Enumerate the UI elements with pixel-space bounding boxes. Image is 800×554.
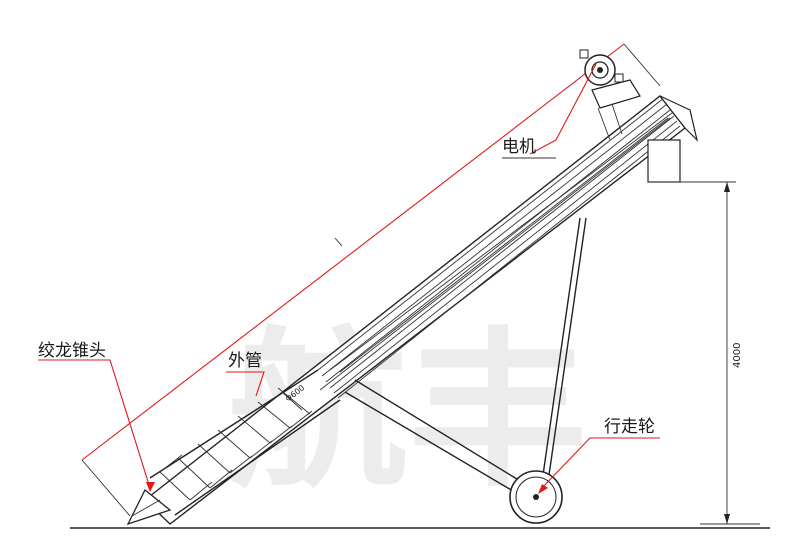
travel-wheel-label: 行走轮 [604,417,655,437]
auger-cone-head [126,488,172,526]
support-frame [344,217,587,495]
height-dimension: 4000 [700,182,760,525]
auger-flights-open [149,369,341,516]
cone-head-label: 绞龙锥头 [38,341,106,361]
motor-label: 电机 [502,137,536,157]
height-value: 4000 [732,343,743,368]
leader-wheel [538,437,660,494]
leader-cone-head [38,359,155,492]
outer-tube [143,95,686,525]
motor [579,49,641,141]
length-dimension [81,43,661,517]
leader-outer-tube [226,371,265,397]
discharge-end [647,95,736,183]
leader-motor [502,63,597,159]
auger-flights-dense [317,97,681,399]
outer-tube-label: 外管 [228,351,262,371]
travel-wheel [509,470,563,524]
